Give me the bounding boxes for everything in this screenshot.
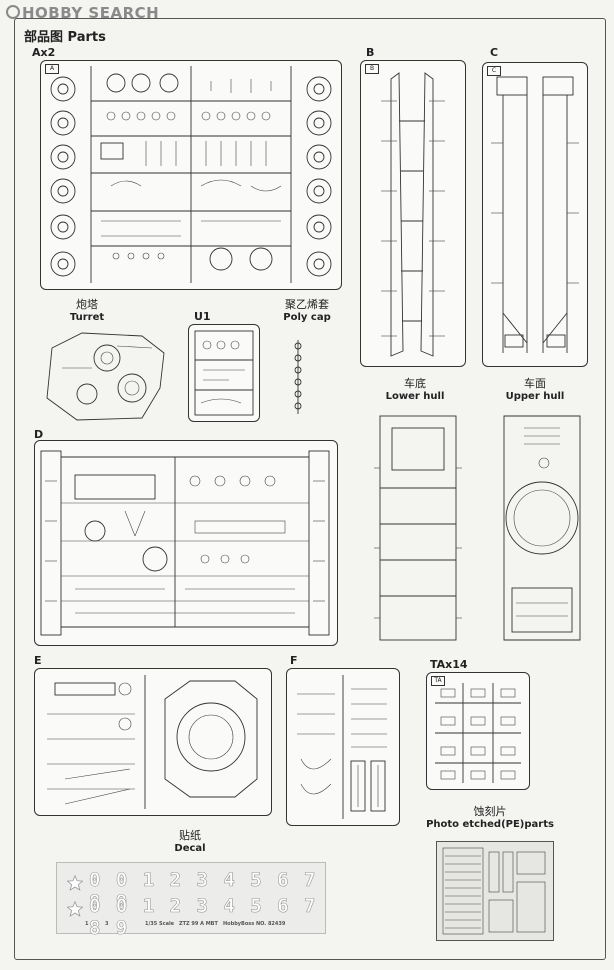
sprue-c-label: C <box>490 46 499 59</box>
sprue-b-label: B <box>366 46 375 59</box>
sprue-u1-label: U1 <box>194 310 211 323</box>
sprue-a-tag: A <box>45 64 59 74</box>
sprue-ta-drawing <box>435 683 521 783</box>
lower-hull-caption-cn: 车底 <box>404 377 426 390</box>
sprue-e <box>34 668 272 816</box>
sprue-f <box>286 668 400 826</box>
lower-hull-caption-en: Lower hull <box>385 391 445 402</box>
turret-caption-cn: 炮塔 <box>76 298 98 311</box>
page-frame <box>14 18 606 960</box>
pe-fret <box>436 841 554 941</box>
sprue-c-drawing <box>491 76 579 353</box>
upper-hull-caption-en: Upper hull <box>505 391 565 402</box>
decal-digits-row-2: 0 0 1 2 3 4 5 6 7 8 9 <box>89 895 318 940</box>
page-title: 部品图 Parts <box>24 30 106 45</box>
sprue-a-label: Ax2 <box>32 46 56 59</box>
sprue-f-label: F <box>290 654 298 667</box>
star-icon <box>67 875 83 891</box>
sprue-e-drawing <box>47 675 258 809</box>
lower-hull-drawing <box>374 415 462 641</box>
decal-caption-en: Decal <box>174 843 206 854</box>
sprue-b-tag: B <box>365 64 379 74</box>
sprue-a: A <box>40 60 342 290</box>
sprue-d <box>34 440 338 646</box>
sprue-u1 <box>188 324 260 422</box>
decal-model: ZTZ 99 A MBT <box>179 921 218 927</box>
sprue-u1-drawing <box>194 330 254 416</box>
decal-sheet: 0 0 1 2 3 4 5 6 7 8 9 0 0 1 2 3 4 5 6 7 … <box>56 862 326 939</box>
decal-caption-cn: 贴纸 <box>179 829 201 842</box>
sprue-ta-label: TAx14 <box>430 658 468 671</box>
star-icon <box>67 901 83 917</box>
sprue-c-tag: C <box>487 66 501 76</box>
polycap-drawing <box>294 340 302 414</box>
logo-text: HOBBY SEARCH <box>22 4 160 22</box>
decal-key-2: 3 <box>105 921 109 927</box>
decal-code: HobbyBoss NO. 82439 <box>223 921 286 927</box>
pe-fret-drawing <box>442 847 546 935</box>
sprue-b-drawing <box>381 72 445 357</box>
turret-caption-en: Turret <box>69 312 105 323</box>
turret-drawing <box>46 332 165 421</box>
polycap-caption-cn: 聚乙烯套 <box>285 298 329 311</box>
sprue-b: B <box>360 60 466 367</box>
sprue-a-drawing <box>50 66 332 283</box>
logo-mark-icon <box>6 5 20 19</box>
upper-hull-caption-cn: 车面 <box>524 377 546 390</box>
pe-caption-cn: 蚀刻片 <box>473 805 507 818</box>
decal-key-1: 1 <box>85 921 89 927</box>
sprue-f-drawing <box>297 675 387 819</box>
sprue-d-label: D <box>34 428 44 441</box>
pe-caption-en: Photo etched(PE)parts <box>426 819 554 830</box>
decal-scale: 1/35 Scale <box>145 921 175 927</box>
polycap-caption-en: Poly cap <box>283 312 331 323</box>
sprue-c: C <box>482 62 588 367</box>
site-logo: HOBBY SEARCH <box>6 4 159 22</box>
sprue-ta: TA <box>426 672 530 790</box>
sprue-d-drawing <box>40 450 330 636</box>
sprue-ta-tag: TA <box>431 676 445 686</box>
sprue-e-label: E <box>34 654 42 667</box>
upper-hull-drawing <box>503 415 581 641</box>
decal-digits-row-1: 0 0 1 2 3 4 5 6 7 8 9 <box>89 869 318 914</box>
